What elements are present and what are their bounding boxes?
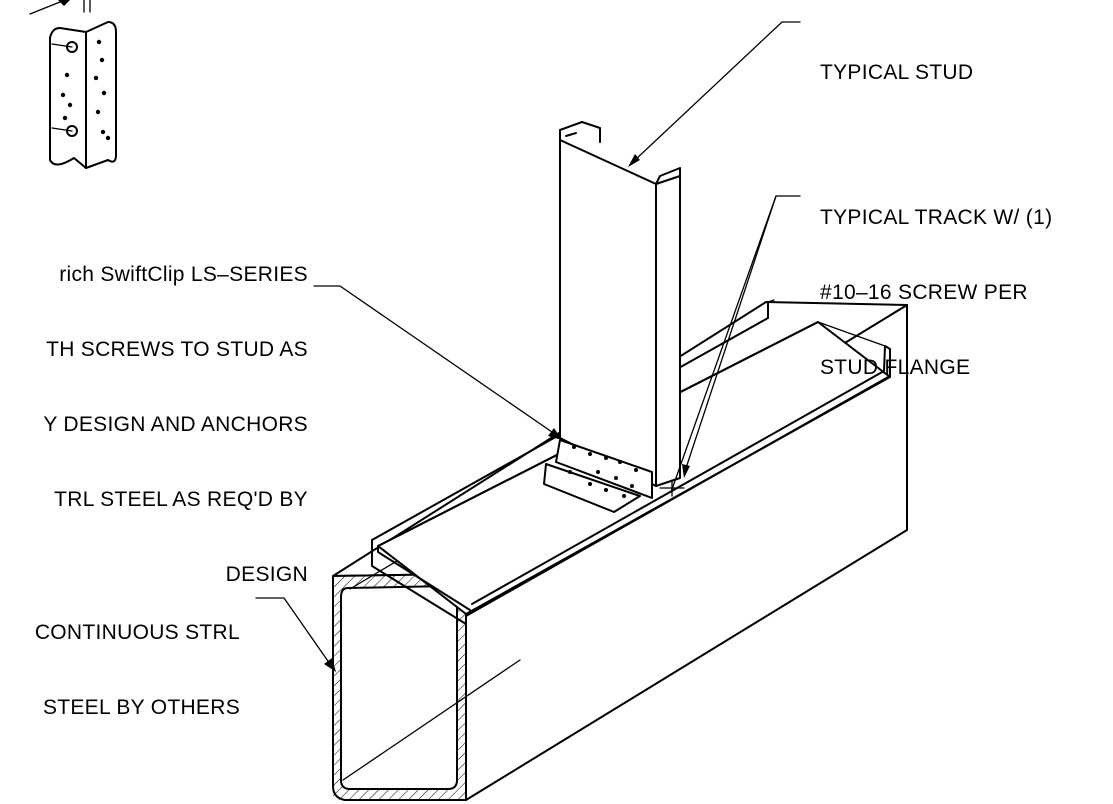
label-continuous-steel: CONTINUOUS STRL STEEL BY OTHERS [34,621,240,719]
steel-stud [559,121,681,487]
label-typical-track: TYPICAL TRACK W/ (1) #10–16 SCREW PER ST… [820,206,1053,379]
leader-typical-track [670,195,801,493]
leader-continuous-steel [255,597,336,672]
leader-typical-stud [628,21,801,167]
clip-detail [29,0,117,169]
label-typical-stud: TYPICAL STUD [820,61,974,84]
swiftclip [543,439,685,513]
leader-swiftclip [313,285,562,440]
label-swiftclip: rich SwiftClip LS–SERIES TH SCREWS TO ST… [43,263,308,586]
